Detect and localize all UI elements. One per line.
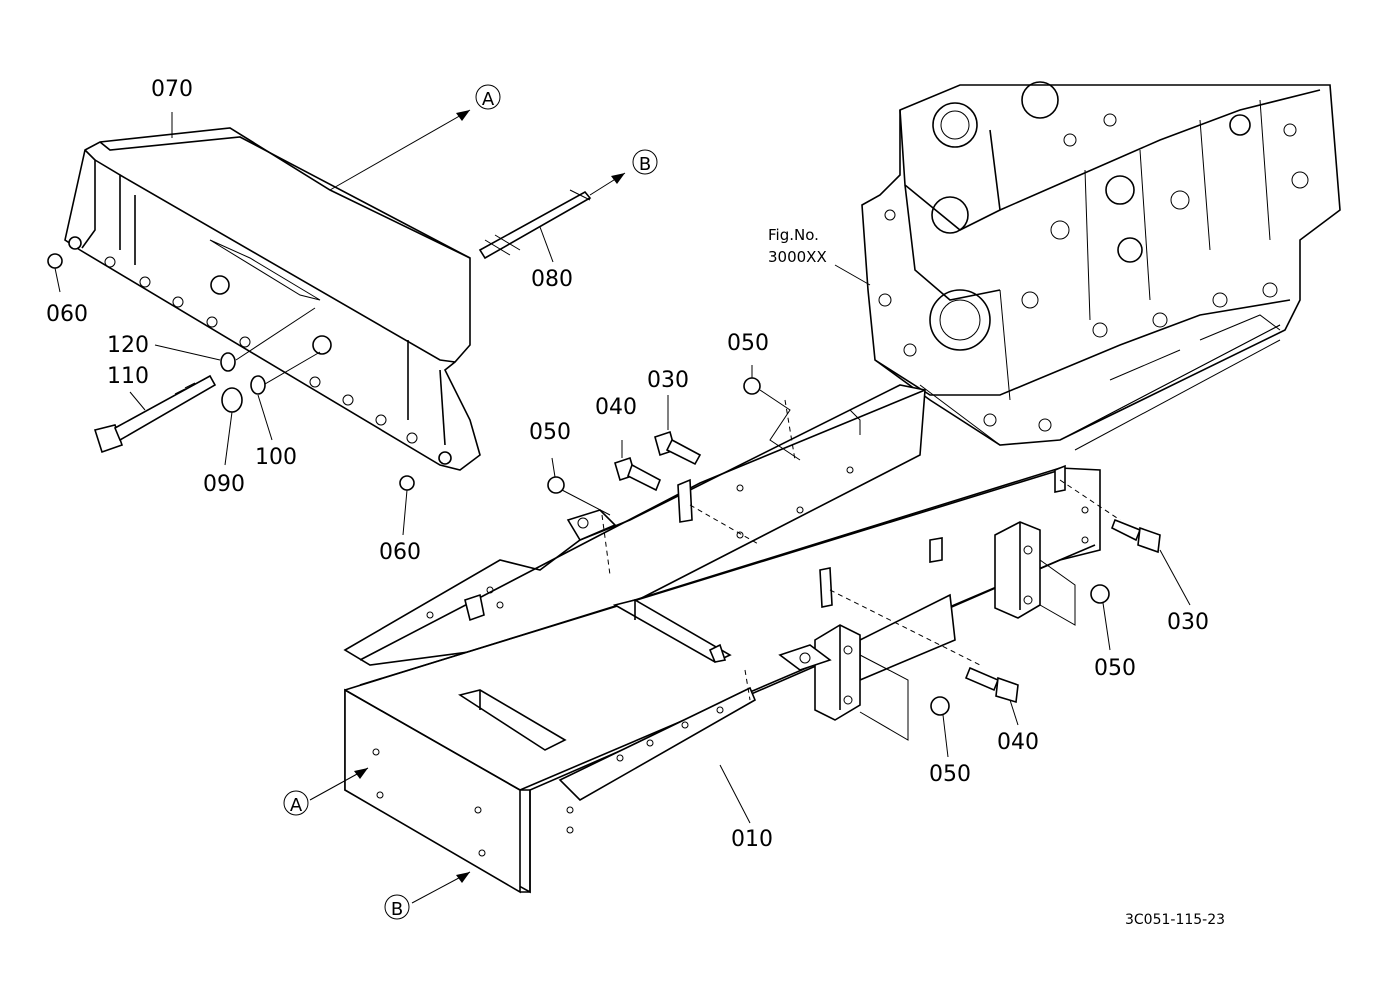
marker-a-top: A xyxy=(482,89,495,110)
nut-060-left xyxy=(47,253,63,269)
callout-040-a: 040 xyxy=(595,395,637,420)
bolt-040-lower xyxy=(964,666,1019,704)
callout-060-left: 060 xyxy=(46,302,88,327)
bracket-070-drawing xyxy=(64,127,481,471)
bolt-030-right xyxy=(1110,518,1161,554)
drawing-number: 3C051-115-23 xyxy=(1125,912,1225,928)
callout-010: 010 xyxy=(731,827,773,852)
callout-080: 080 xyxy=(531,267,573,292)
bolt-030-upper xyxy=(654,430,702,466)
callout-050-d: 050 xyxy=(929,762,971,787)
callout-070: 070 xyxy=(151,77,193,102)
callout-050-c: 050 xyxy=(1094,656,1136,681)
marker-a-top-circle xyxy=(475,84,501,110)
callout-030-a: 030 xyxy=(647,368,689,393)
bolt-110-drawing xyxy=(93,374,217,454)
callout-110: 110 xyxy=(107,364,149,389)
callout-120: 120 xyxy=(107,333,149,358)
callout-030-b: 030 xyxy=(1167,610,1209,635)
spacer-050-upper-left xyxy=(547,476,565,494)
frame-010-drawing xyxy=(343,384,1101,894)
spacer-050-lower-left xyxy=(930,696,950,716)
nut-060-right xyxy=(399,475,415,491)
marker-a-bottom-circle xyxy=(283,790,309,816)
nut-090 xyxy=(221,387,243,413)
callout-100: 100 xyxy=(255,445,297,470)
washer-100 xyxy=(250,375,266,395)
spacer-050-upper-right xyxy=(743,377,761,395)
bolt-040-upper xyxy=(614,456,662,492)
marker-b-top-circle xyxy=(632,149,658,175)
washer-120 xyxy=(220,352,236,372)
spacer-050-lower-right xyxy=(1090,584,1110,604)
callout-040-b: 040 xyxy=(997,730,1039,755)
callout-090: 090 xyxy=(203,472,245,497)
marker-b-bottom: B xyxy=(391,899,403,920)
figure-ref-label: Fig.No. xyxy=(768,226,819,244)
callout-060-right: 060 xyxy=(379,540,421,565)
marker-a-bottom: A xyxy=(290,795,303,816)
figure-ref-number: 3000XX xyxy=(768,248,827,266)
engine-block-drawing xyxy=(861,81,1341,446)
marker-b-bottom-circle xyxy=(384,894,410,920)
callout-050-b: 050 xyxy=(727,331,769,356)
stud-080-drawing xyxy=(478,189,592,260)
callout-050-a: 050 xyxy=(529,420,571,445)
marker-b-top: B xyxy=(639,154,651,175)
